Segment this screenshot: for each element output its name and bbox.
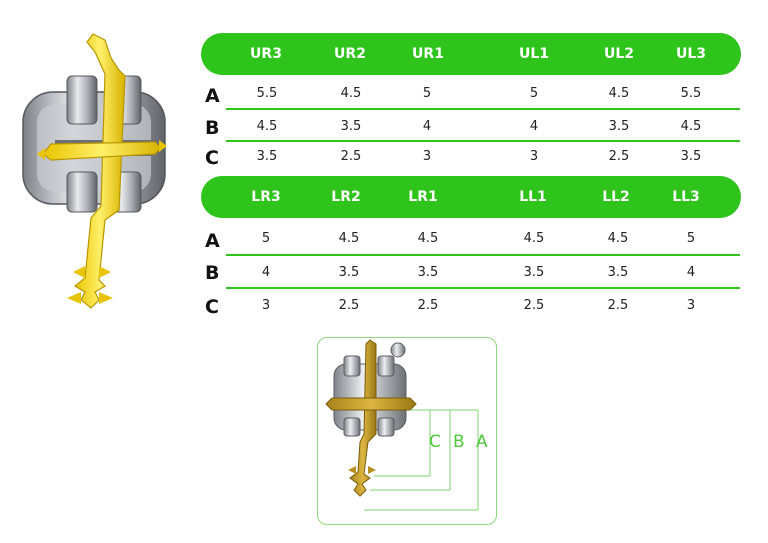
- header-cell: UL1: [518, 46, 550, 62]
- table-cell: 4: [529, 119, 539, 134]
- table-cell: 5: [529, 86, 539, 101]
- table-cell: 2.5: [608, 149, 630, 164]
- header-cell: LL2: [602, 189, 630, 205]
- measure-label-c: C: [429, 432, 441, 452]
- table-cell: 4: [261, 265, 271, 280]
- table-cell: 5.5: [680, 86, 702, 101]
- row-label: A: [205, 230, 220, 252]
- table-cell: 4: [422, 119, 432, 134]
- row-label: C: [205, 296, 219, 318]
- table-cell: 4: [686, 265, 696, 280]
- table-cell: 4.5: [417, 231, 439, 246]
- table-cell: 2.5: [523, 298, 545, 313]
- table-cell: 3: [529, 149, 539, 164]
- header-cell: UR1: [412, 46, 444, 62]
- table-cell: 4.5: [523, 231, 545, 246]
- table-cell: 2.5: [340, 149, 362, 164]
- table-cell: 4.5: [608, 86, 630, 101]
- row-label: C: [205, 147, 219, 169]
- header-cell: UL3: [675, 46, 707, 62]
- table-cell: 3.5: [608, 119, 630, 134]
- row-label: B: [205, 117, 220, 139]
- header-cell: LR3: [251, 189, 281, 205]
- header-cell: LR2: [331, 189, 361, 205]
- diagram-drawing: [325, 339, 479, 511]
- measurement-diagram: C B A: [317, 337, 497, 525]
- table-cell: 3.5: [607, 265, 629, 280]
- table-cell: 4.5: [256, 119, 278, 134]
- measure-label-a: A: [476, 432, 488, 452]
- header-cell: UR3: [250, 46, 282, 62]
- lower-table-header: LR3 LR2 LR1 LL1 LL2 LL3: [201, 176, 741, 218]
- table-cell: 3: [686, 298, 696, 313]
- table-cell: 3.5: [417, 265, 439, 280]
- table-cell: 3: [261, 298, 271, 313]
- table-cell: 4.5: [680, 119, 702, 134]
- table-cell: 3: [422, 149, 432, 164]
- table-cell: 2.5: [338, 298, 360, 313]
- header-cell: LL1: [519, 189, 547, 205]
- row-divider: [226, 140, 740, 142]
- table-cell: 5: [422, 86, 432, 101]
- table-cell: 2.5: [417, 298, 439, 313]
- table-cell: 5.5: [256, 86, 278, 101]
- row-divider: [226, 108, 740, 110]
- row-label: B: [205, 262, 220, 284]
- table-cell: 3.5: [680, 149, 702, 164]
- bracket-gauge-illustration: [22, 33, 167, 309]
- upper-table-header: UR3 UR2 UR1 UL1 UL2 UL3: [201, 33, 741, 75]
- table-cell: 5: [261, 231, 271, 246]
- measure-label-b: B: [453, 432, 465, 452]
- table-cell: 3.5: [256, 149, 278, 164]
- table-cell: 4.5: [338, 231, 360, 246]
- table-cell: 4.5: [340, 86, 362, 101]
- header-cell: UR2: [334, 46, 366, 62]
- table-cell: 3.5: [523, 265, 545, 280]
- header-cell: LR1: [408, 189, 438, 205]
- row-divider: [226, 254, 740, 256]
- table-cell: 3.5: [340, 119, 362, 134]
- header-cell: UL2: [603, 46, 635, 62]
- table-cell: 2.5: [607, 298, 629, 313]
- table-cell: 3.5: [338, 265, 360, 280]
- table-cell: 5: [686, 231, 696, 246]
- row-label: A: [205, 85, 220, 107]
- table-cell: 4.5: [607, 231, 629, 246]
- row-divider: [226, 287, 740, 289]
- header-cell: LL3: [672, 189, 700, 205]
